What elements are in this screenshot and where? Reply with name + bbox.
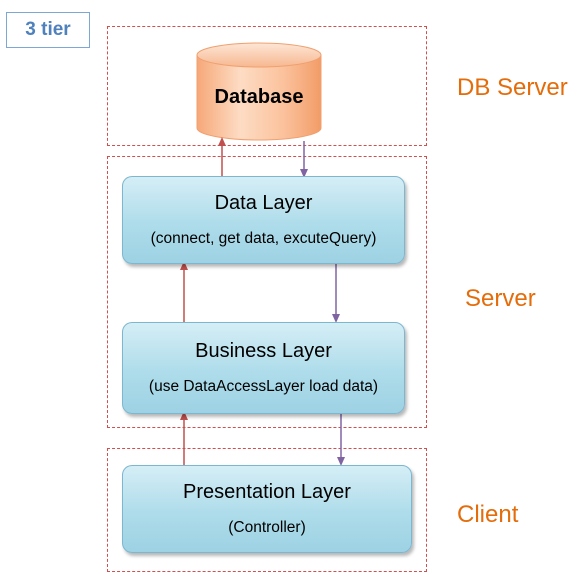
- business-layer-box: Business Layer (use DataAccessLayer load…: [122, 322, 405, 414]
- business-layer-title: Business Layer: [195, 340, 332, 362]
- database-label: Database: [214, 86, 304, 108]
- db-server-zone: [107, 26, 427, 146]
- server-zone: [107, 156, 427, 428]
- business-layer-subtitle: (use DataAccessLayer load data): [148, 378, 379, 395]
- presentation-layer-box: Presentation Layer (Controller): [122, 465, 412, 553]
- data-layer-box: Data Layer (connect, get data, excuteQue…: [122, 176, 405, 264]
- presentation-layer-title: Presentation Layer: [183, 481, 351, 503]
- data-layer-title: Data Layer: [214, 192, 313, 214]
- client-label: Client: [457, 501, 519, 528]
- db-server-label: DB Server: [457, 74, 568, 101]
- diagram-title: 3 tier: [6, 12, 90, 48]
- server-label: Server: [465, 285, 536, 312]
- data-layer-subtitle: (connect, get data, excuteQuery): [150, 230, 377, 247]
- client-zone: [107, 448, 427, 572]
- presentation-layer-subtitle: (Controller): [228, 519, 306, 536]
- database-cylinder: [196, 42, 322, 141]
